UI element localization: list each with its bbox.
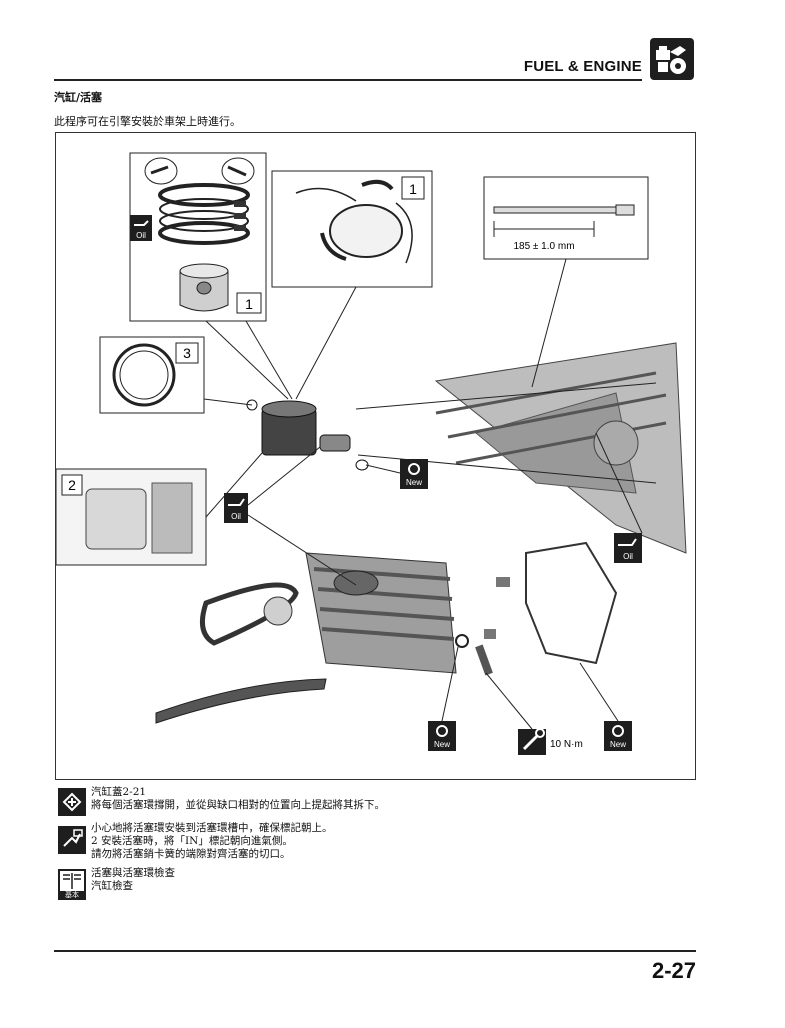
callout-3: 3 — [183, 345, 191, 361]
new-part-icon: New — [400, 459, 428, 489]
snap-ring-panel: 3 — [99, 336, 205, 414]
reference-note: 基本 活塞與活塞環檢查 汽缸檢查 — [58, 867, 618, 901]
dimension-label: 185 ± 1.0 mm — [513, 241, 574, 252]
piston-orientation-panel: 2 — [55, 468, 207, 566]
svg-text:Oil: Oil — [623, 552, 633, 561]
book-icon-label: 基本 — [58, 891, 86, 900]
engine-block — [434, 342, 687, 554]
installation-note: 小心地將活塞環安裝到活塞環槽中，確保標記朝上。 2 安裝活塞時，將「IN」標記朝… — [58, 822, 618, 864]
reference-link-piston[interactable]: 活塞與活塞環檢查 — [91, 867, 175, 879]
page-number: 2-27 — [651, 958, 696, 983]
cam-chain — [155, 582, 327, 724]
svg-text:New: New — [406, 478, 422, 487]
svg-text:Oil: Oil — [231, 512, 241, 521]
installation-line-3: 請勿將活塞銷卡簧的端隙對齊活塞的切口。 — [91, 848, 291, 860]
removal-icon — [58, 788, 86, 816]
callout-2: 2 — [68, 477, 76, 493]
dimension-panel: 185 ± 1.0 mm — [483, 176, 649, 260]
callout-1-install: 1 — [409, 181, 417, 197]
installation-line-2: 2 安裝活塞時，將「IN」標記朝向進氣側。 — [91, 835, 293, 847]
header-rule — [54, 79, 642, 81]
removal-text: 將每個活塞環撐開，並從與缺口相對的位置向上提起將其拆下。 — [91, 799, 385, 811]
torque-icon — [518, 728, 546, 755]
cylinder-bolt — [455, 634, 493, 676]
svg-text:New: New — [434, 740, 450, 749]
svg-text:New: New — [610, 740, 626, 749]
intro-text: 此程序可在引擎安裝於車架上時進行。 — [54, 115, 241, 128]
cylinder — [305, 552, 457, 674]
leader-lines — [203, 258, 657, 730]
installation-icon — [58, 826, 86, 854]
svg-text:Oil: Oil — [136, 231, 146, 240]
removal-ref: 汽缸蓋2-21 — [91, 786, 147, 798]
piston — [246, 399, 369, 471]
oil-icon: Oil — [130, 215, 152, 241]
rings-panel: 1 — [129, 152, 267, 322]
reference-link-cylinder[interactable]: 汽缸檢查 — [91, 880, 133, 892]
removal-note: 汽缸蓋2-21 將每個活塞環撐開，並從與缺口相對的位置向上提起將其拆下。 — [58, 786, 618, 816]
section-title: 汽缸/活塞 — [54, 91, 103, 104]
header-title: FUEL & ENGINE — [523, 58, 642, 75]
ring-install-panel: 1 — [271, 170, 433, 288]
exploded-view-figure: 1 Oil 1 185 ± 1.0 mm — [55, 132, 696, 780]
footer-rule — [54, 950, 696, 952]
gasket — [484, 541, 618, 665]
book-icon: 基本 — [58, 869, 86, 901]
engine-section-icon — [650, 38, 694, 80]
installation-line-1: 小心地將活塞環安裝到活塞環槽中，確保標記朝上。 — [91, 822, 333, 834]
torque-value: 10 N·m — [550, 739, 583, 750]
callout-1-rings: 1 — [245, 296, 253, 312]
